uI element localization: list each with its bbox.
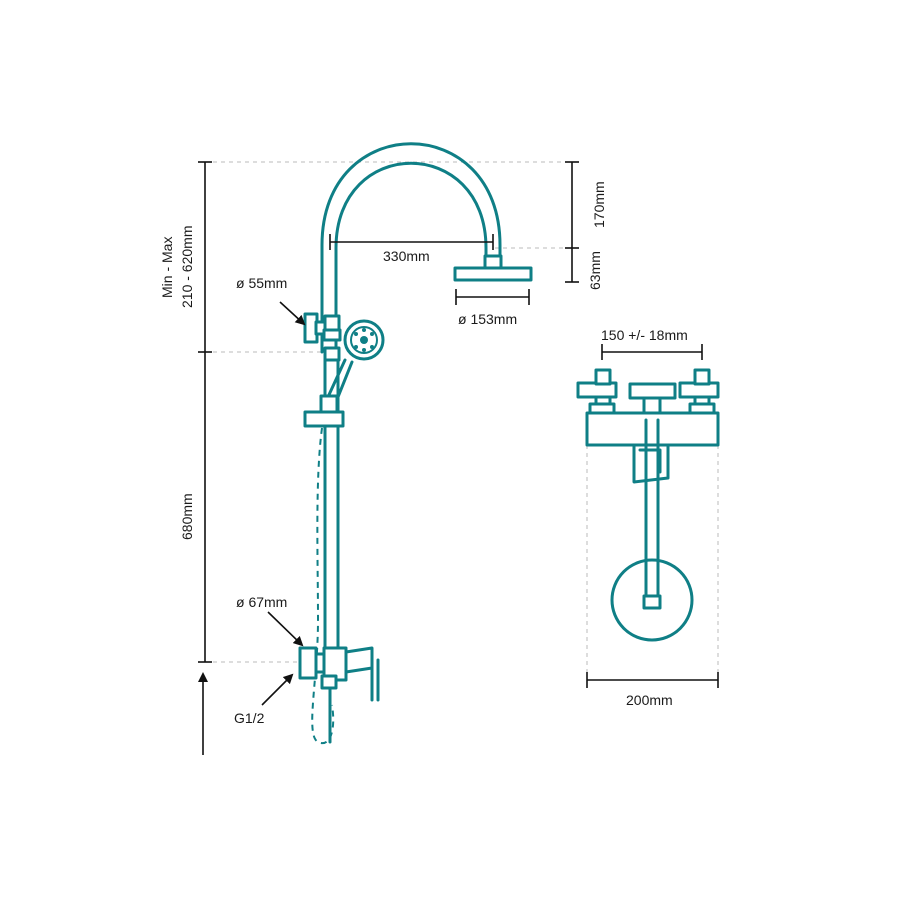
label-head-153: ø 153mm: [458, 311, 517, 327]
label-range: 210 - 620mm: [179, 226, 195, 308]
hand-shower: [320, 319, 385, 414]
arm-length-dimension: [329, 234, 494, 250]
mixer-side-view: [576, 368, 720, 642]
label-height-680: 680mm: [179, 493, 195, 540]
spacing-dimension: [601, 344, 703, 360]
guide-lines: [205, 161, 719, 680]
label-drop-63: 63mm: [587, 251, 603, 290]
label-span-330: 330mm: [383, 248, 430, 264]
drop-dimension: [565, 161, 579, 283]
label-thread: G1/2: [234, 710, 265, 726]
label-drop-170: 170mm: [591, 181, 607, 228]
shower-column: [298, 142, 533, 745]
label-handle-55: ø 55mm: [236, 275, 287, 291]
rain-shower-head: [453, 266, 533, 282]
width-dimension: [586, 672, 719, 688]
label-spacing-150: 150 +/- 18mm: [601, 327, 688, 343]
label-diameter-67: ø 67mm: [236, 594, 287, 610]
label-min-max: Min - Max: [159, 237, 175, 298]
callout-arrows: [261, 301, 306, 706]
label-width-200: 200mm: [626, 692, 673, 708]
head-diameter-dimension: [455, 289, 530, 305]
slider-holder: [303, 410, 345, 428]
mixer-valve: [298, 646, 380, 744]
height-dimension: [198, 161, 212, 755]
